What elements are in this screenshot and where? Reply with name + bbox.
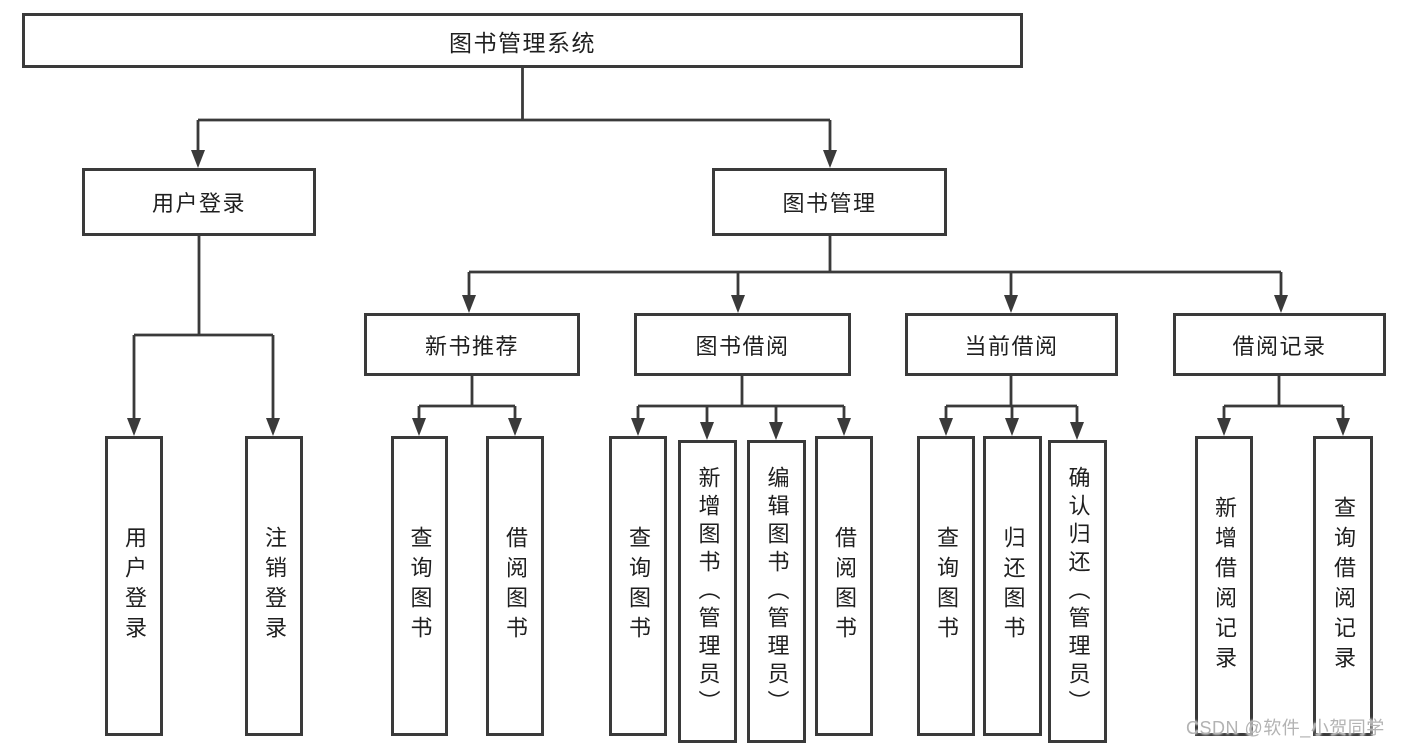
arrowhead: [266, 418, 280, 436]
leaf-login: 用户登录: [105, 436, 163, 736]
arrowhead: [769, 422, 783, 440]
node-root: 图书管理系统: [22, 13, 1023, 68]
arrowhead: [191, 150, 205, 168]
connector-root: [191, 68, 837, 168]
arrowhead: [939, 418, 953, 436]
arrowhead: [462, 295, 476, 313]
connector-book-borrowing: [631, 376, 851, 440]
arrowhead: [508, 418, 522, 436]
arrowhead: [823, 150, 837, 168]
connector-user-login: [127, 236, 280, 436]
leaf-borrowing-borrow-books: 借阅图书: [815, 436, 873, 736]
watermark: CSDN @软件_小贺同学: [1186, 718, 1385, 738]
arrowhead: [1070, 422, 1084, 440]
node-book-management: 图书管理: [712, 168, 947, 236]
leaf-logout: 注销登录: [245, 436, 303, 736]
leaf-records-add-record: 新增借阅记录: [1195, 436, 1253, 736]
node-new-book-recommend: 新书推荐: [364, 313, 580, 376]
leaf-borrowing-add-books: 新增图书（管理员）: [678, 440, 737, 743]
connector-book-management: [462, 236, 1288, 313]
node-user-login: 用户登录: [82, 168, 316, 236]
leaf-recommend-query-books: 查询图书: [391, 436, 448, 736]
leaf-current-confirm-return: 确认归还（管理员）: [1048, 440, 1107, 743]
node-book-borrowing: 图书借阅: [634, 313, 851, 376]
connector-current-borrowing: [939, 376, 1084, 440]
connector-new-book-recommend: [412, 376, 522, 436]
arrowhead: [1336, 418, 1350, 436]
arrowhead: [412, 418, 426, 436]
leaf-current-return-books: 归还图书: [983, 436, 1042, 736]
leaf-records-query-record: 查询借阅记录: [1313, 436, 1373, 736]
leaf-borrowing-query-books: 查询图书: [609, 436, 667, 736]
leaf-recommend-borrow-books: 借阅图书: [486, 436, 544, 736]
arrowhead: [1217, 418, 1231, 436]
arrowhead: [1005, 418, 1019, 436]
arrowhead: [1004, 295, 1018, 313]
leaf-current-query-books: 查询图书: [917, 436, 975, 736]
arrowhead: [700, 422, 714, 440]
arrowhead: [731, 295, 745, 313]
arrowhead: [1274, 295, 1288, 313]
node-current-borrowing: 当前借阅: [905, 313, 1118, 376]
leaf-borrowing-edit-books: 编辑图书（管理员）: [747, 440, 806, 743]
node-borrow-records: 借阅记录: [1173, 313, 1386, 376]
connector-borrow-records: [1217, 376, 1350, 436]
arrowhead: [837, 418, 851, 436]
arrowhead: [631, 418, 645, 436]
arrowhead: [127, 418, 141, 436]
